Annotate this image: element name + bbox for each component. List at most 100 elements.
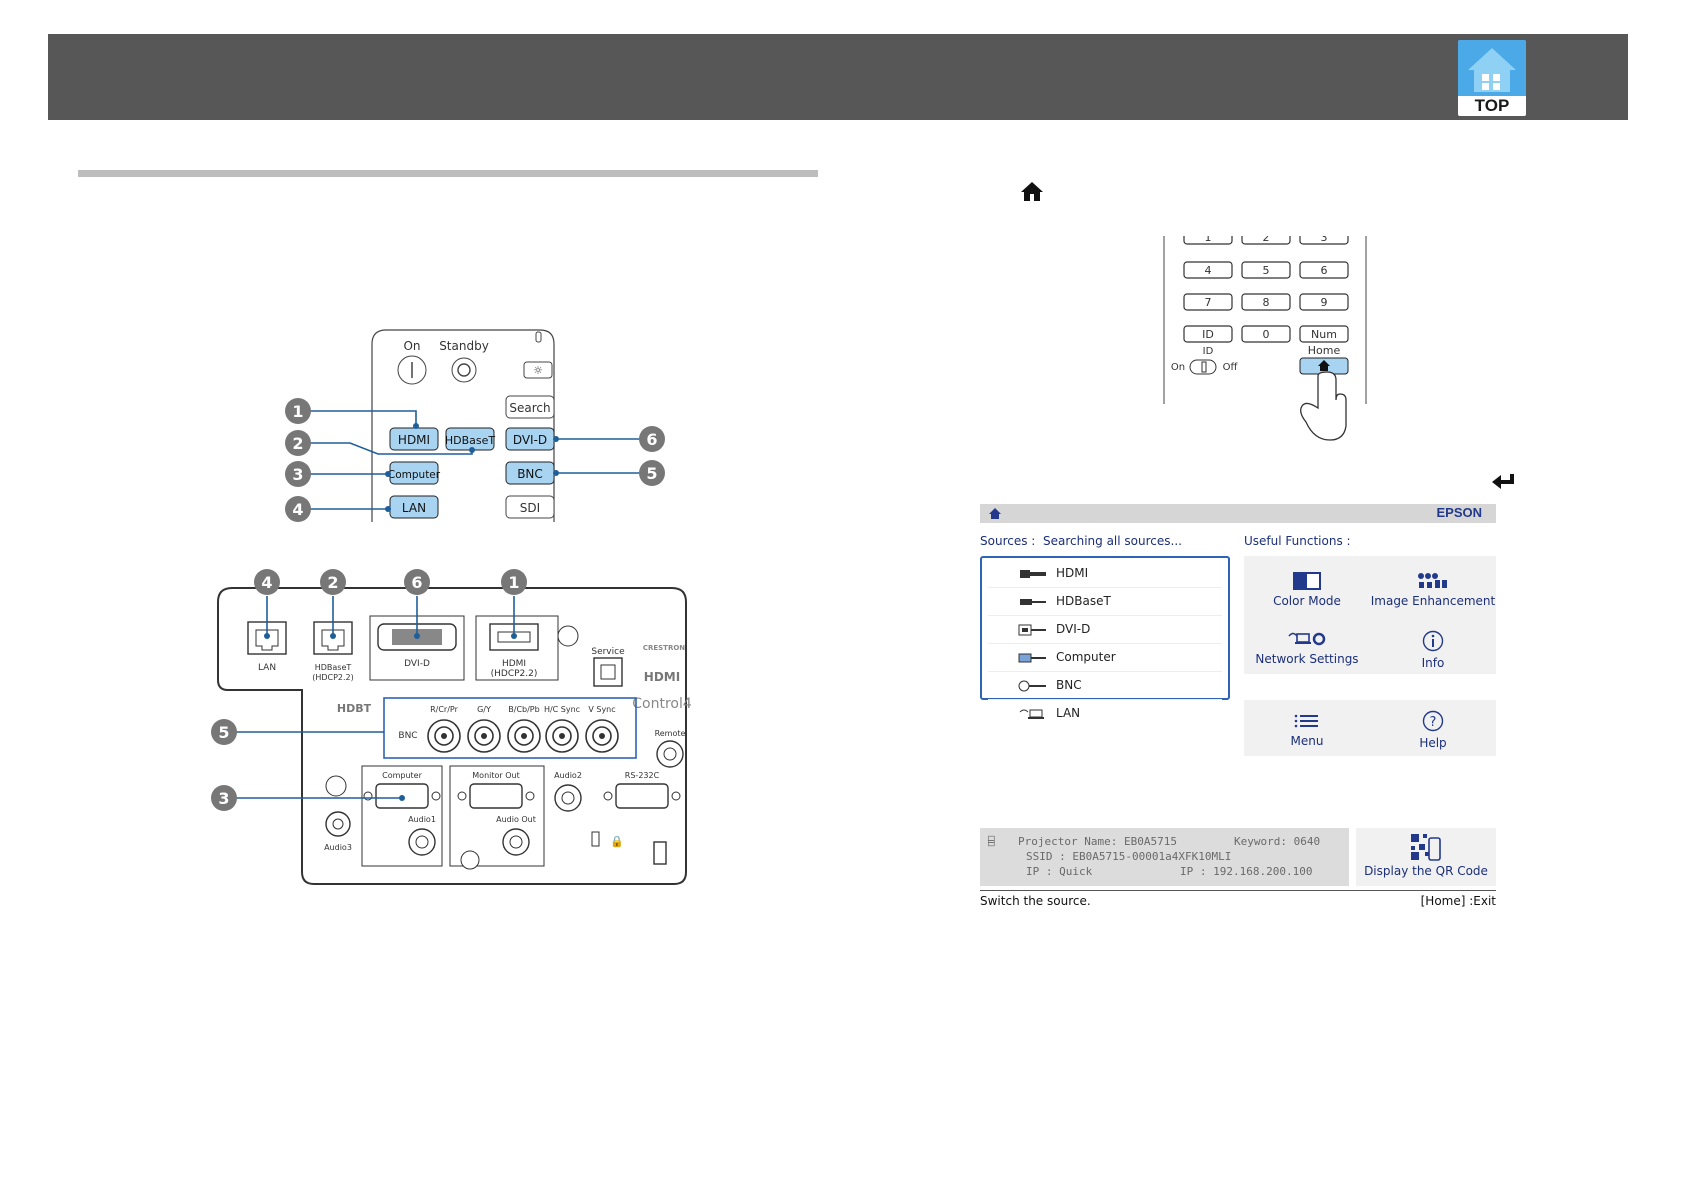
svg-text:B/Cb/Pb: B/Cb/Pb (508, 705, 539, 714)
image-enhancement-button[interactable]: Image Enhancement (1370, 572, 1496, 608)
footer-divider (980, 890, 1496, 891)
svg-text:5: 5 (646, 464, 657, 483)
color-mode-icon (1293, 572, 1321, 590)
top-logo-button[interactable]: TOP (1458, 40, 1526, 116)
house-icon (1458, 40, 1526, 96)
useful-functions-panel (1244, 556, 1496, 674)
on-label: On (403, 339, 420, 353)
svg-text:Audio Out: Audio Out (496, 815, 536, 824)
hdmi-label: HDMI (398, 433, 430, 447)
standby-button[interactable] (451, 357, 477, 383)
svg-text:4: 4 (261, 573, 272, 592)
svg-text:3: 3 (1321, 236, 1328, 244)
vga-icon (1018, 653, 1046, 663)
svg-text:5: 5 (1263, 264, 1270, 277)
svg-text:8: 8 (1263, 296, 1270, 309)
svg-text:LAN: LAN (258, 663, 276, 673)
source-item-hdmi[interactable]: HDMI (988, 560, 1222, 588)
source-item-bnc[interactable]: BNC (988, 672, 1222, 700)
standby-label: Standby (439, 339, 489, 353)
help-button[interactable]: ? Help (1370, 710, 1496, 750)
remote-source-buttons-illustration: On Standby ☼ Search HDMI HDBaseT DVI-D C… (285, 329, 665, 522)
svg-text:(HDCP2.2): (HDCP2.2) (491, 669, 538, 679)
sdi-button[interactable] (505, 495, 555, 519)
projector-info-panel: ⌸ Projector Name: EB0A5715 Keyword: 0640… (980, 828, 1349, 886)
menu-button[interactable]: Menu (1244, 712, 1370, 748)
svg-text:6: 6 (646, 430, 657, 449)
svg-text:3: 3 (292, 465, 303, 484)
svg-text:2: 2 (327, 573, 338, 592)
svg-text:0: 0 (1263, 328, 1270, 341)
svg-text:1: 1 (292, 402, 303, 421)
source-item-hdbaset[interactable]: HDBaseT (988, 588, 1222, 616)
source-list: HDMI HDBaseT DVI-D Computer BNC LAN (980, 556, 1230, 720)
svg-text:Home: Home (1308, 344, 1341, 357)
svg-text:RS-232C: RS-232C (625, 771, 660, 780)
network-icon: ⌸ (988, 835, 995, 848)
light-button[interactable] (523, 361, 553, 379)
svg-text:Computer: Computer (382, 771, 422, 780)
svg-text:R/Cr/Pr: R/Cr/Pr (430, 705, 459, 714)
svg-text:ID: ID (1203, 346, 1214, 357)
info-icon (1422, 630, 1444, 652)
qr-code-icon (1411, 834, 1441, 861)
svg-text:HDMI: HDMI (502, 659, 526, 669)
enter-icon (1492, 474, 1514, 489)
svg-text:Control4: Control4 (632, 696, 692, 712)
hdbaset-icon (1020, 599, 1046, 605)
section-rule (78, 170, 818, 177)
info-button[interactable]: Info (1370, 630, 1496, 670)
svg-text:CRESTRON: CRESTRON (643, 644, 685, 652)
svg-text:6: 6 (1321, 264, 1328, 277)
svg-text:4: 4 (1205, 264, 1212, 277)
svg-text:1: 1 (1205, 236, 1212, 244)
help-icon: ? (1422, 710, 1444, 732)
pointing-hand-icon (1300, 371, 1347, 441)
useful-functions-label: Useful Functions : (1244, 534, 1351, 548)
sources-status: Sources : Searching all sources... (980, 534, 1182, 548)
svg-text:Service: Service (591, 647, 625, 657)
svg-text:Audio1: Audio1 (408, 815, 436, 824)
svg-text:2: 2 (292, 434, 303, 453)
svg-text:(HDCP2.2): (HDCP2.2) (312, 673, 354, 682)
display-qr-code-button[interactable]: Display the QR Code (1356, 828, 1496, 886)
footer-exit-hint: [Home] :Exit (1420, 894, 1496, 908)
svg-text:HDBT: HDBT (337, 702, 372, 715)
svg-text:DVI-D: DVI-D (404, 659, 430, 669)
light-icon: ☼ (533, 364, 543, 377)
svg-text:Num: Num (1311, 328, 1337, 341)
brand-logo: EPSON (1436, 505, 1482, 520)
source-item-computer[interactable]: Computer (988, 644, 1222, 672)
connector-panel-illustration: LAN HDBaseT (HDCP2.2) DVI-D HDMI (HDCP2.… (211, 569, 692, 885)
svg-text:V Sync: V Sync (588, 705, 615, 714)
power-icon (457, 363, 471, 377)
hdbaset-label: HDBaseT (445, 434, 496, 447)
hdmi-icon (1020, 570, 1046, 578)
svg-text:G/Y: G/Y (477, 705, 491, 714)
bnc-label: BNC (517, 467, 543, 481)
dvi-icon (1018, 624, 1046, 636)
callouts: 1 2 3 4 6 5 (285, 398, 665, 522)
color-mode-button[interactable]: Color Mode (1244, 572, 1370, 608)
projector-home-screen: EPSON Sources : Searching all sources...… (980, 504, 1496, 909)
svg-text:1: 1 (508, 573, 519, 592)
image-enhancement-icon (1418, 573, 1447, 588)
source-item-lan[interactable]: LAN (988, 700, 1222, 727)
computer-label: Computer (388, 469, 441, 481)
svg-text:H/C Sync: H/C Sync (544, 705, 580, 714)
svg-text:Audio3: Audio3 (324, 843, 352, 852)
source-item-dvid[interactable]: DVI-D (988, 616, 1222, 644)
header-bar (48, 34, 1628, 120)
search-button[interactable] (505, 395, 555, 419)
svg-text:Monitor Out: Monitor Out (472, 771, 519, 780)
svg-text:HDBaseT: HDBaseT (315, 663, 352, 672)
network-settings-button[interactable]: Network Settings (1244, 630, 1370, 666)
lock-icon: 🔒 (610, 835, 624, 848)
search-label: Search (509, 401, 550, 415)
svg-text:Audio2: Audio2 (554, 771, 582, 780)
svg-text:On: On (1171, 362, 1185, 373)
led-indicator (535, 331, 542, 343)
svg-text:5: 5 (218, 723, 229, 742)
svg-text:Remote: Remote (655, 729, 686, 738)
